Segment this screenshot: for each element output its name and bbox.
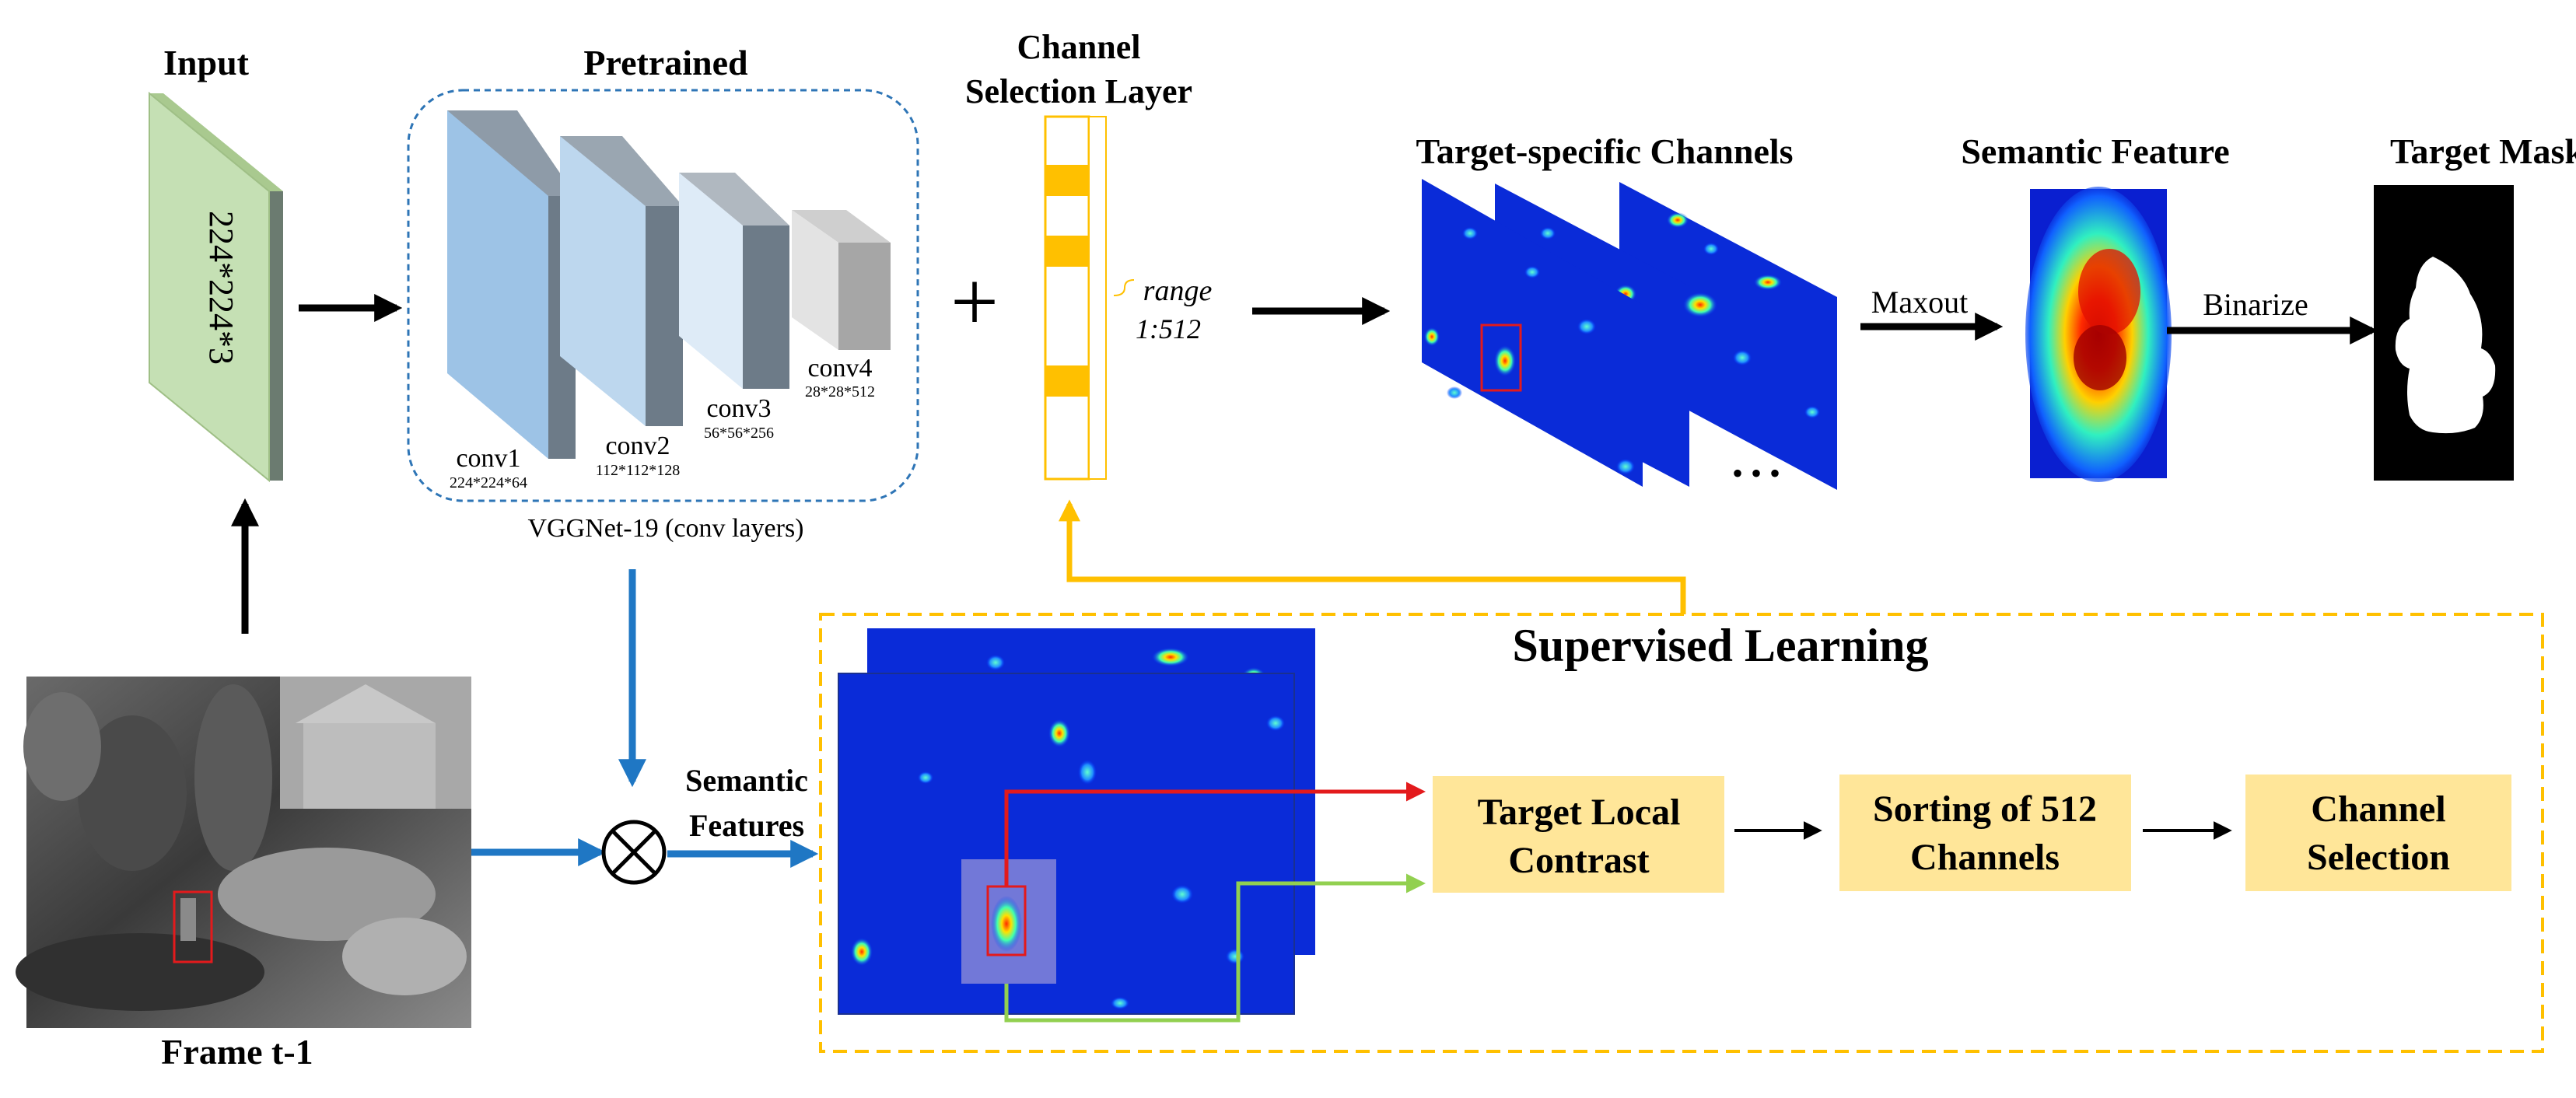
- pretrained-title: Pretrained: [583, 43, 748, 82]
- channel-selection-label-2: Selection: [2307, 837, 2450, 878]
- conv4-block: [792, 210, 891, 350]
- conv2-label: conv2: [605, 432, 670, 460]
- conv3-label: conv3: [706, 394, 771, 423]
- semantic-features-label-1: Semantic: [685, 763, 808, 798]
- frame-label: Frame t-1: [161, 1032, 313, 1072]
- range-label-2: 1:512: [1136, 313, 1201, 344]
- conv1-dims: 224*224*64: [450, 474, 527, 491]
- channel-selection-title-2: Selection Layer: [965, 72, 1192, 110]
- channel-selection-title-1: Channel: [1017, 28, 1141, 66]
- target-specific-title: Target-specific Channels: [1416, 131, 1793, 171]
- semantic-feature-maps: [838, 628, 1315, 1015]
- plus-sign: +: [950, 254, 999, 349]
- multiply-operator-icon: [601, 820, 667, 885]
- conv1-block: [447, 110, 576, 459]
- selected-channel-band: [1045, 165, 1089, 196]
- vgg-caption: VGGNet-19 (conv layers): [528, 514, 804, 543]
- selected-channel-band: [1045, 236, 1089, 267]
- frame-image: [16, 677, 471, 1028]
- channel-selection-layer: [1044, 115, 1135, 481]
- target-local-contrast-label-2: Contrast: [1508, 840, 1649, 881]
- conv2-block: [560, 136, 683, 426]
- sorting-channels-box: [1839, 775, 2131, 891]
- target-bbox-highlight: [1480, 323, 1522, 392]
- input-dims-label: 224*224*3: [202, 211, 240, 365]
- binarize-label: Binarize: [2203, 287, 2308, 322]
- channel-selection-label-1: Channel: [2311, 789, 2445, 830]
- channels-ellipsis: • • •: [1732, 456, 1780, 491]
- selected-channel-band: [1045, 365, 1089, 397]
- conv2-dims: 112*112*128: [596, 462, 681, 479]
- target-mask-title: Target Mask: [2390, 131, 2576, 171]
- conv1-label: conv1: [456, 444, 520, 473]
- target-local-contrast-label-1: Target Local: [1478, 792, 1681, 833]
- channel-selection-box: [2245, 775, 2511, 891]
- input-layer-block: 224*224*3: [149, 91, 283, 483]
- conv3-dims: 56*56*256: [704, 425, 774, 442]
- target-specific-channel-maps: [1422, 179, 1837, 490]
- sorting-channels-label-1: Sorting of 512: [1873, 789, 2097, 830]
- arrow-background-to-local-contrast: [1004, 873, 1426, 1023]
- frame-target-bbox: [173, 890, 213, 963]
- sorting-channels-label-2: Channels: [1910, 837, 2060, 878]
- conv4-label: conv4: [807, 354, 872, 383]
- pretrained-box: [407, 89, 919, 502]
- range-label-1: range: [1143, 274, 1213, 307]
- supervised-learning-title: Supervised Learning: [1512, 620, 1928, 671]
- semantic-feature-map: [2025, 187, 2172, 482]
- target-mask-image: [2374, 185, 2514, 481]
- arrow-supervised-to-channel-selection: [1059, 499, 1686, 614]
- conv4-dims: 28*28*512: [805, 383, 875, 400]
- maxout-label: Maxout: [1871, 285, 1968, 320]
- semantic-feature-title: Semantic Feature: [1961, 131, 2229, 171]
- arrow-target-to-local-contrast: [1004, 782, 1426, 886]
- input-title: Input: [163, 43, 250, 82]
- semantic-features-label-2: Features: [689, 808, 804, 843]
- conv3-block: [679, 173, 789, 389]
- target-local-contrast-box: [1433, 776, 1724, 893]
